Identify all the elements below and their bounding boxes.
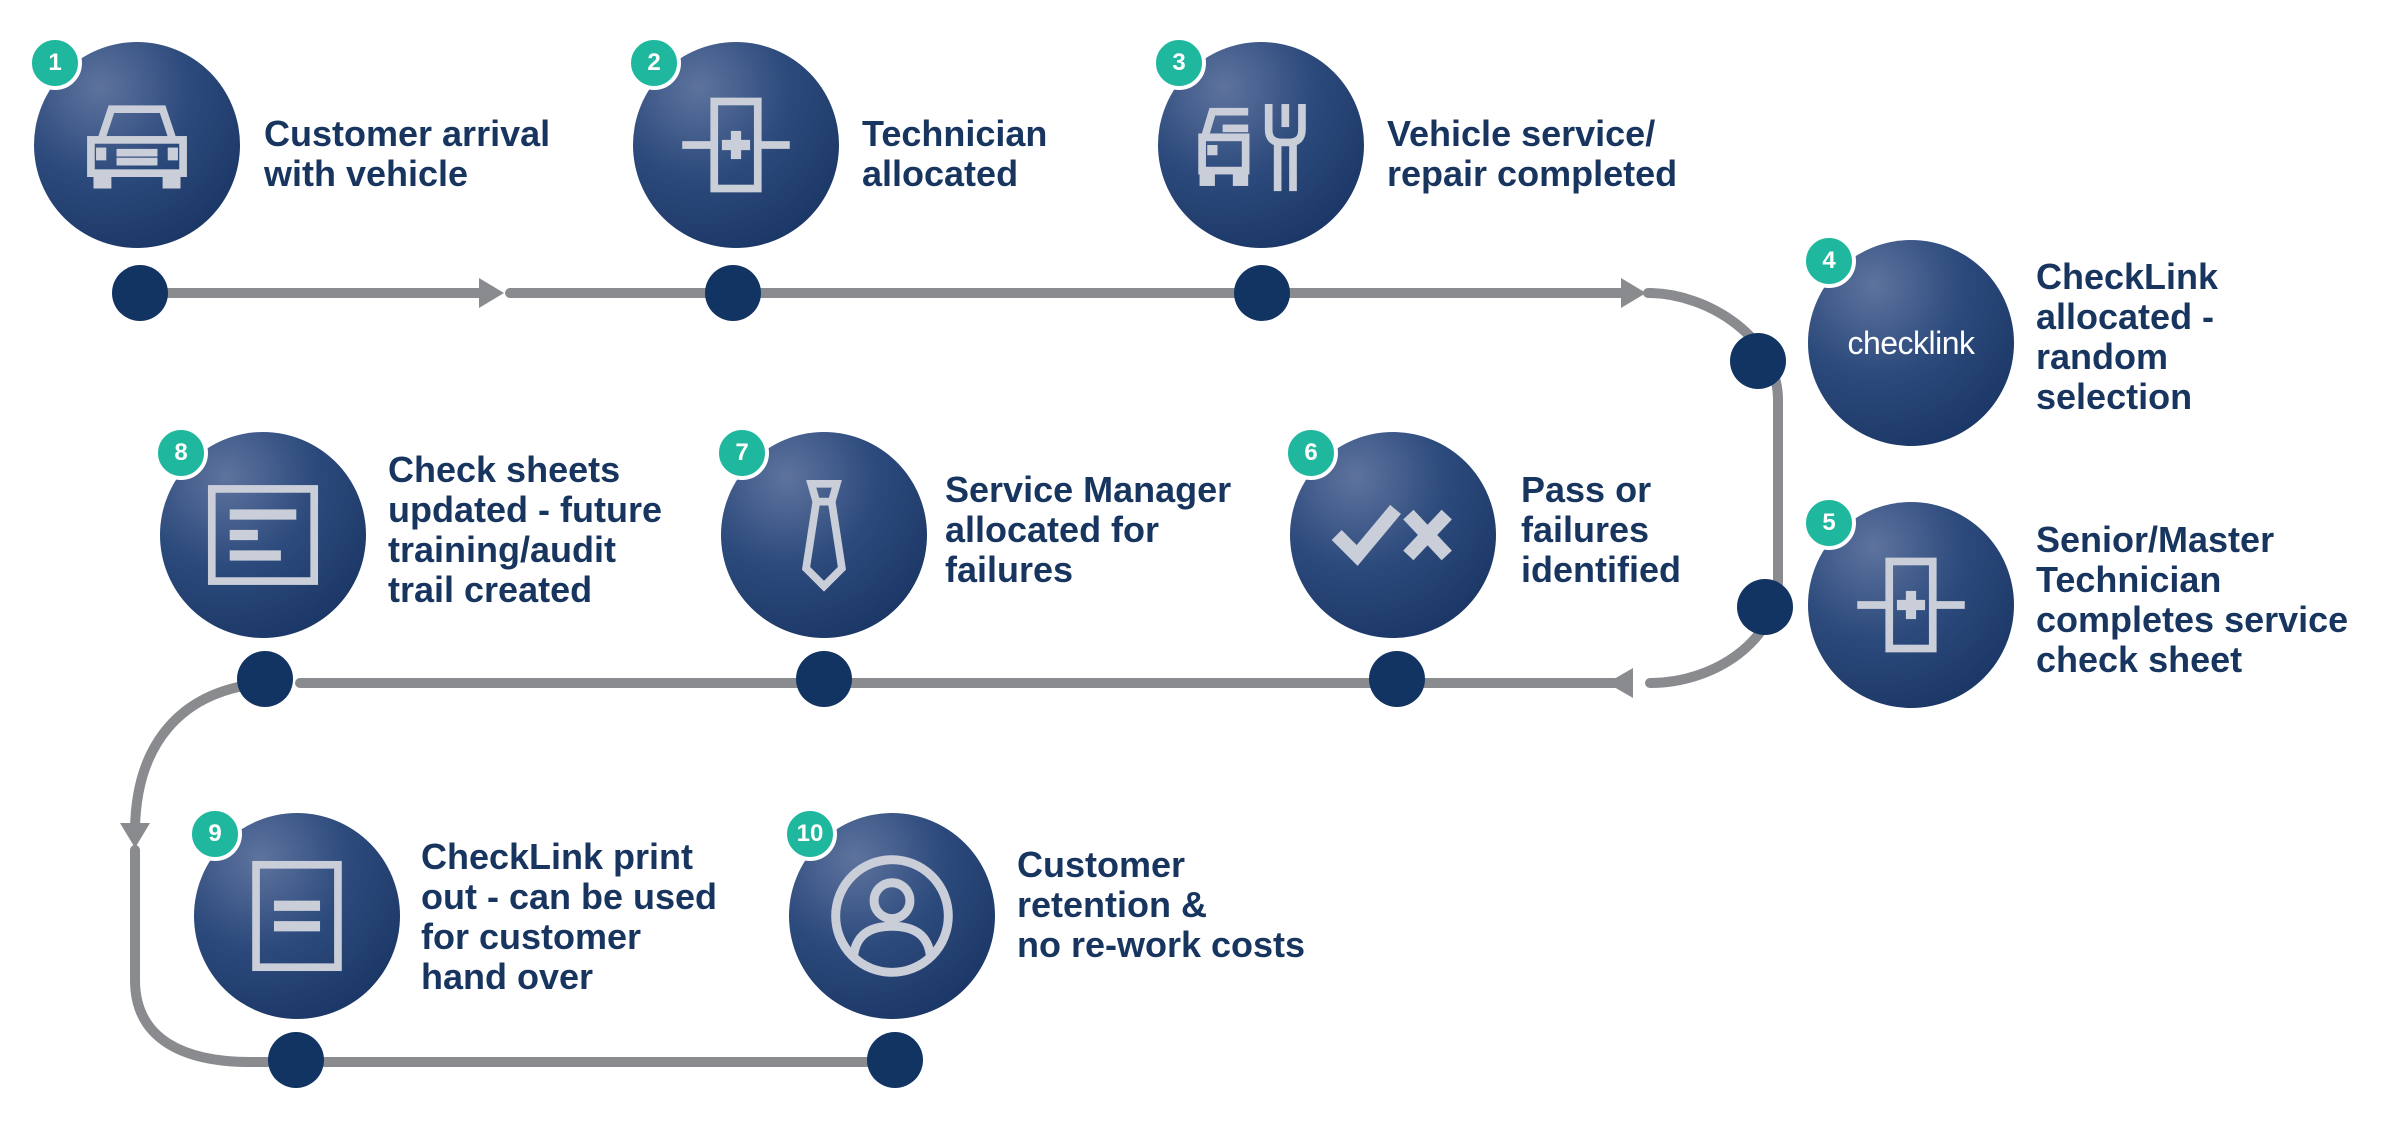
person-icon	[831, 855, 953, 977]
technician-icon	[682, 97, 790, 193]
step-4-circle: checklink 4	[1802, 234, 2014, 446]
step-2-circle: 2	[627, 36, 839, 248]
step-4-label: CheckLink allocated - random selection	[2036, 256, 2219, 417]
step-3-circle: 3	[1152, 36, 1364, 248]
step-3-label: Vehicle service/ repair completed	[1387, 113, 1678, 194]
step-10-circle: 10	[783, 807, 995, 1019]
node-3	[1234, 265, 1290, 321]
step-8-label: Check sheets updated - future training/a…	[388, 449, 662, 610]
step-8-badge: 8	[154, 426, 208, 480]
step-1-circle: 1	[28, 36, 240, 248]
tie-icon	[801, 479, 847, 592]
car-icon	[87, 105, 187, 189]
node-1	[112, 265, 168, 321]
step-7-circle: 7	[715, 426, 927, 638]
step-6-label: Pass or failures identified	[1521, 469, 1681, 590]
step-2-badge: 2	[627, 36, 681, 90]
printout-icon	[252, 860, 342, 972]
node-7	[796, 651, 852, 707]
flow-curve-left	[130, 678, 270, 835]
step-3-badge: 3	[1152, 36, 1206, 90]
node-5	[1737, 579, 1793, 635]
step-9-circle: 9	[188, 807, 400, 1019]
step-5-badge: 5	[1802, 496, 1856, 550]
checklink-logo: checklink	[1847, 324, 1975, 361]
step-6-circle: 6	[1284, 426, 1496, 638]
arrow-head-1	[479, 278, 504, 308]
step-9-label: CheckLink print out - can be used for cu…	[421, 836, 718, 997]
step-5-label: Senior/Master Technician completes servi…	[2036, 519, 2349, 680]
technician-icon	[1857, 557, 1965, 653]
node-10	[867, 1032, 923, 1088]
check-cross-icon	[1331, 504, 1452, 566]
node-9	[268, 1032, 324, 1088]
flow-curve-right	[1643, 288, 1783, 688]
step-1-label: Customer arrival with vehicle	[264, 113, 551, 194]
node-4	[1730, 333, 1786, 389]
step-10-label: Customer retention & no re-work costs	[1017, 844, 1306, 965]
node-6	[1369, 651, 1425, 707]
arrow-head-3	[1607, 668, 1633, 698]
step-7-badge: 7	[715, 426, 769, 480]
step-5-circle: 5	[1802, 496, 2014, 708]
step-2-label: Technician allocated	[862, 113, 1048, 194]
step-7-label: Service Manager allocated for failures	[945, 469, 1232, 590]
flow-curve-bottom	[130, 845, 900, 1067]
step-4-badge: 4	[1802, 234, 1856, 288]
step-1-badge: 1	[28, 36, 82, 90]
arrow-head-2	[1621, 278, 1646, 308]
node-2	[705, 265, 761, 321]
step-6-badge: 6	[1284, 426, 1338, 480]
step-10-badge: 10	[783, 807, 837, 861]
document-lines-icon	[207, 485, 319, 585]
node-8	[237, 651, 293, 707]
step-9-badge: 9	[188, 807, 242, 861]
car-wrench-icon	[1198, 104, 1306, 192]
arrow-head-4	[120, 823, 150, 848]
step-8-circle: 8	[154, 426, 366, 638]
